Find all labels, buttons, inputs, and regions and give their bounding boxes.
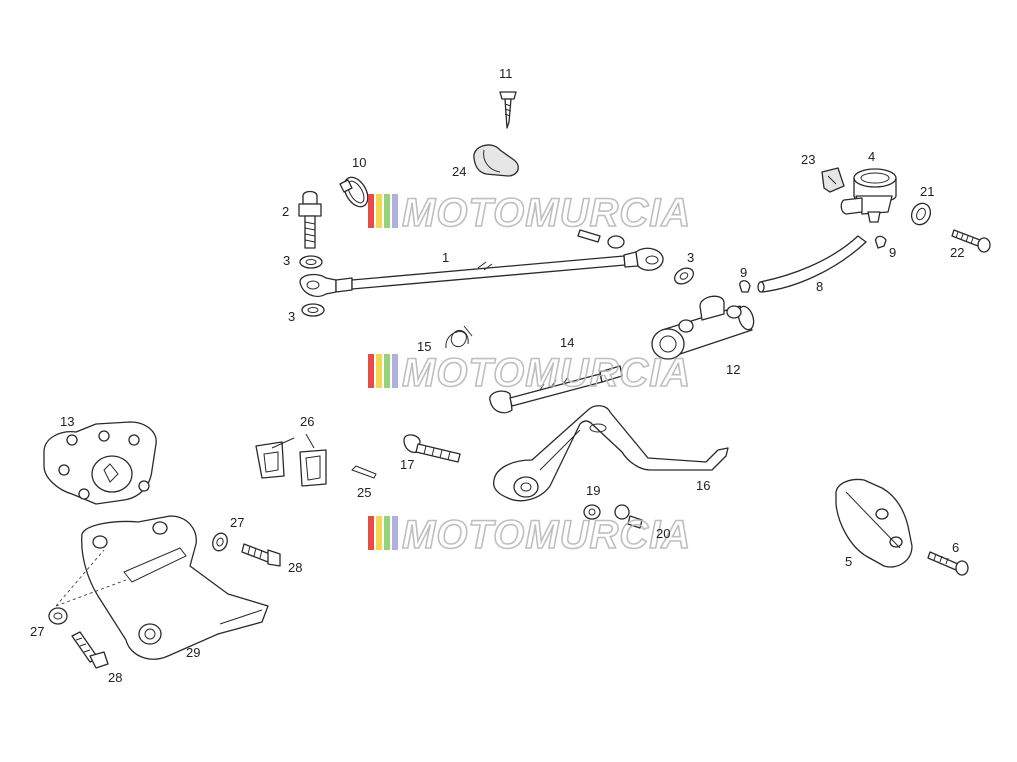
part-grommet-21 — [910, 202, 932, 226]
callout-29: 29 — [186, 645, 200, 660]
watermark-stripe — [376, 354, 382, 388]
part-brake-caliper-13 — [43, 421, 157, 505]
watermark-stripe — [368, 354, 374, 388]
callout-25: 25 — [357, 485, 371, 500]
part-brake-hose-1 — [299, 247, 664, 297]
callout-5: 5 — [845, 554, 852, 569]
watermark-bottom: MOTOMURCIA — [368, 512, 691, 558]
part-screw-11 — [499, 91, 517, 129]
callout-23: 23 — [801, 152, 815, 167]
callout-10: 10 — [352, 155, 366, 170]
callout-3: 3 — [288, 309, 295, 324]
callout-17: 17 — [400, 457, 414, 472]
callout-8: 8 — [816, 279, 823, 294]
part-reservoir-cover-5 — [835, 478, 913, 568]
part-fluid-reservoir-4 — [840, 168, 897, 223]
watermark-stripe — [384, 516, 390, 550]
watermark-text: MOTOMURCIA — [402, 513, 691, 557]
callout-20: 20 — [656, 526, 670, 541]
callout-9: 9 — [889, 245, 896, 260]
part-master-cylinder-12 — [651, 295, 755, 360]
watermark-stripe — [376, 194, 382, 228]
leader-line-bracket — [55, 549, 127, 607]
part-washer-3-lower — [301, 303, 325, 317]
part-split-pin-25 — [351, 465, 377, 479]
watermark-middle: MOTOMURCIA — [368, 350, 691, 396]
watermark-text: MOTOMURCIA — [402, 351, 691, 395]
callout-9: 9 — [740, 265, 747, 280]
callout-19: 19 — [586, 483, 600, 498]
watermark-top: MOTOMURCIA — [368, 190, 691, 236]
part-return-spring-15 — [445, 325, 473, 349]
part-washer-27-upper — [212, 532, 228, 552]
part-push-rod-14 — [489, 365, 623, 414]
callout-3: 3 — [283, 253, 290, 268]
callout-27: 27 — [30, 624, 44, 639]
callout-28: 28 — [288, 560, 302, 575]
part-retaining-clip-23 — [821, 167, 845, 193]
watermark-stripe — [384, 354, 390, 388]
part-washer-19 — [583, 504, 601, 520]
callout-11: 11 — [499, 66, 513, 81]
callout-12: 12 — [726, 362, 740, 377]
watermark-stripe — [392, 516, 398, 550]
callout-labels: 1 2 3 3 3 4 5 6 8 9 9 10 11 12 13 14 15 … — [30, 66, 964, 685]
part-bolt-28-upper — [241, 543, 281, 567]
callout-24: 24 — [452, 164, 466, 179]
watermark-stripe — [368, 194, 374, 228]
callout-16: 16 — [696, 478, 710, 493]
part-bleeder-valve-2 — [298, 190, 322, 249]
part-washer-3-right — [674, 267, 694, 285]
callout-2: 2 — [282, 204, 289, 219]
part-washer-27-lower — [48, 607, 68, 625]
callout-26: 26 — [300, 414, 314, 429]
part-brake-pads-26 — [255, 433, 327, 487]
callout-28: 28 — [108, 670, 122, 685]
watermark-text: MOTOMURCIA — [402, 191, 691, 235]
callout-15: 15 — [417, 339, 431, 354]
part-caliper-bracket-29 — [81, 515, 269, 660]
part-clamp-24 — [473, 144, 519, 177]
part-brake-pedal-16 — [492, 405, 729, 502]
callout-1: 1 — [442, 250, 449, 265]
watermark-stripe — [392, 194, 398, 228]
part-nut-20 — [614, 504, 643, 529]
part-small-fitting — [577, 229, 625, 249]
part-hose-clamp-9-upper — [875, 235, 887, 249]
part-hose-clamp-9-lower — [739, 280, 751, 293]
part-washer-3-upper — [299, 255, 323, 269]
part-bolt-17 — [403, 434, 461, 463]
watermark-stripe — [368, 516, 374, 550]
callout-27: 27 — [230, 515, 244, 530]
part-screw-6 — [927, 551, 969, 576]
callout-22: 22 — [950, 245, 964, 260]
callout-14: 14 — [560, 335, 574, 350]
part-screw-22 — [951, 229, 991, 253]
watermark-stripe — [376, 516, 382, 550]
part-bolt-28-lower — [71, 631, 109, 669]
watermark-stripe — [392, 354, 398, 388]
watermark-stripe — [384, 194, 390, 228]
callout-21: 21 — [920, 184, 934, 199]
part-hose-clip-10 — [339, 176, 369, 208]
callout-4: 4 — [868, 149, 875, 164]
part-reservoir-hose-8 — [757, 235, 867, 293]
callout-6: 6 — [952, 540, 959, 555]
callout-13: 13 — [60, 414, 74, 429]
callout-3: 3 — [687, 250, 694, 265]
